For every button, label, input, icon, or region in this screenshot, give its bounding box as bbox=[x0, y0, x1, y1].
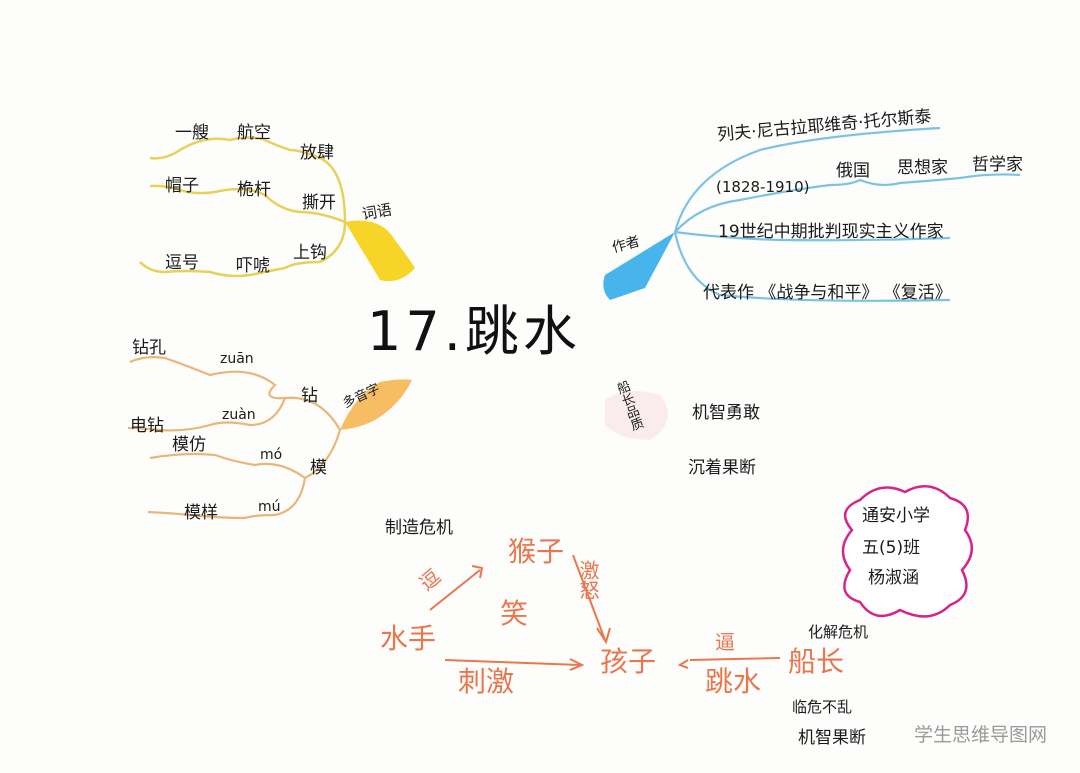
pinyin: zuān bbox=[220, 351, 254, 367]
plot-node-sailors: 水手 bbox=[380, 622, 437, 655]
watermark: 学生思维导图网 bbox=[914, 724, 1048, 746]
plot-resolve-crisis: 化解危机 bbox=[808, 623, 869, 641]
vocab-word: 一艘 bbox=[175, 123, 209, 143]
captain-trait: 临危不乱 bbox=[792, 698, 853, 716]
plot-node-captain: 船长 bbox=[788, 645, 845, 678]
plot-edge-jump: 跳水 bbox=[705, 665, 762, 698]
polyphonic-word: 模仿 bbox=[172, 435, 206, 455]
vocab-word: 帽子 bbox=[165, 176, 199, 196]
page-title: 17.跳水 bbox=[367, 300, 581, 363]
author-description: 19世纪中期批判现实主义作家 bbox=[718, 222, 944, 242]
vocab-word: 吓唬 bbox=[236, 256, 270, 276]
vocab-word: 放肆 bbox=[300, 143, 334, 163]
vocab-word: 航空 bbox=[237, 123, 271, 143]
vocab-word: 桅杆 bbox=[237, 180, 271, 200]
polyphonic-word: 钻孔 bbox=[132, 338, 166, 358]
plot-edge-force: 逼 bbox=[715, 630, 735, 654]
signature-class: 五(5)班 bbox=[862, 538, 921, 558]
plot-edge-stimulate: 刺激 bbox=[458, 665, 515, 698]
vocab-word: 逗号 bbox=[165, 253, 199, 273]
polyphonic-char: 钻 bbox=[301, 386, 318, 406]
pinyin: mú bbox=[258, 499, 281, 515]
vocab-word: 上钩 bbox=[293, 243, 327, 263]
plot-edge-provoke: 激怒 bbox=[576, 560, 600, 600]
polyphonic-char: 模 bbox=[310, 458, 327, 478]
vocab-word: 撕开 bbox=[302, 193, 336, 213]
captain-quality: 机智勇敢 bbox=[692, 403, 760, 423]
plot-create-crisis: 制造危机 bbox=[385, 518, 453, 538]
captain-quality: 沉着果断 bbox=[688, 458, 756, 478]
author-works: 代表作 《战争与和平》 《复活》 bbox=[703, 283, 952, 303]
pinyin: mó bbox=[260, 447, 283, 463]
plot-node-boy: 孩子 bbox=[600, 645, 657, 678]
signature-school: 通安小学 bbox=[862, 506, 930, 526]
captain-trait: 机智果断 bbox=[798, 728, 866, 748]
plot-node-monkey: 猴子 bbox=[508, 535, 565, 568]
author-country: 俄国 bbox=[836, 161, 870, 181]
author-role-thinker: 思想家 bbox=[897, 158, 948, 178]
pinyin: zuàn bbox=[222, 407, 256, 423]
author-years: (1828-1910) bbox=[716, 178, 810, 196]
signature-name: 杨淑涵 bbox=[868, 568, 919, 588]
author-role-philosopher: 哲学家 bbox=[972, 155, 1023, 175]
polyphonic-word: 电钻 bbox=[130, 416, 164, 436]
plot-node-laugh: 笑 bbox=[500, 597, 529, 630]
polyphonic-word: 模样 bbox=[184, 503, 218, 523]
